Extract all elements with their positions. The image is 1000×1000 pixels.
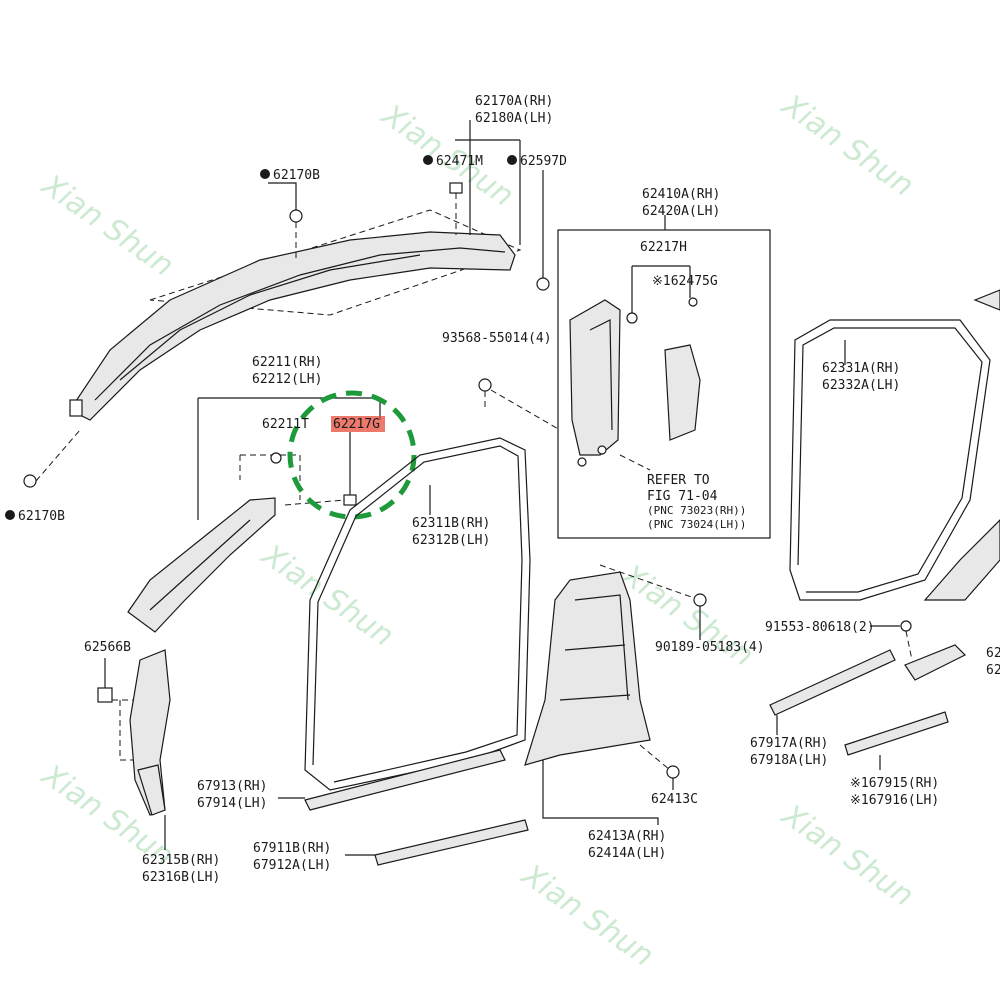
label-67911b-rh: 67911B(RH): [253, 841, 331, 856]
callout-circle: [287, 390, 417, 520]
highlight-62217g: [331, 416, 385, 432]
label-62471m: 62471M: [436, 154, 483, 169]
label-62217h: 62217H: [640, 240, 687, 255]
clip-62170b-left: [23, 429, 81, 488]
clip-62597d: [536, 170, 550, 291]
scuff-plate-67913: [278, 749, 506, 811]
refer-line-1: REFER TO: [647, 473, 710, 488]
label-62312b-lh: 62312B(LH): [412, 533, 490, 548]
watermark-text: Xian Shun: [774, 87, 920, 204]
clip-91553: [870, 620, 967, 681]
front-pillar-garnish: [127, 397, 381, 633]
label-67913-rh: 67913(RH): [197, 779, 267, 794]
label-62597d: 62597D: [520, 154, 567, 169]
label-62311b-rh: 62311B(RH): [412, 516, 490, 531]
label-62212-lh: 62212(LH): [252, 372, 322, 387]
label-62211-rh: 62211(RH): [252, 355, 322, 370]
label-62217g: 62217G: [333, 417, 380, 432]
label-62315b-rh: 62315B(RH): [142, 853, 220, 868]
label-91553: 91553-80618(2): [765, 620, 875, 635]
label-67917a-rh: 67917A(RH): [750, 736, 828, 751]
label-62332a-lh: 62332A(LH): [822, 378, 900, 393]
refer-line-4: (PNC 73024(LH)): [647, 518, 746, 531]
watermark-text: Xian Shun: [34, 167, 180, 284]
refer-line-3: (PNC 73023(RH)): [647, 504, 746, 517]
label-62170b-top: 62170B: [273, 168, 320, 183]
label-62316b-lh: 62316B(LH): [142, 870, 220, 885]
label-62-clip-2: 62: [986, 663, 1000, 678]
watermark-text: Xian Shun: [774, 797, 920, 914]
label-90189: 90189-05183(4): [655, 640, 765, 655]
label-62180a-lh: 62180A(LH): [475, 111, 553, 126]
center-pillar-upper-box: [557, 215, 771, 539]
label-62410a-rh: 62410A(RH): [642, 187, 720, 202]
clip-62471m: [449, 182, 463, 235]
watermark-text: Xian Shun: [514, 857, 660, 974]
part-labels: 62170B 62471M 62597D 62170A(RH) 62180A(L…: [5, 94, 1000, 885]
scuff-plate-67915: [844, 711, 949, 770]
label-67914-lh: 67914(LH): [197, 796, 267, 811]
refer-line-2: FIG 71-04: [647, 489, 718, 504]
label-62566b: 62566B: [84, 640, 131, 655]
label-62414a-lh: 62414A(LH): [588, 846, 666, 861]
label-67912a-lh: 67912A(LH): [253, 858, 331, 873]
watermark-text: Xian Shun: [254, 537, 400, 654]
label-67915-rh: ※167915(RH): [850, 776, 939, 791]
roof-side-rail-garnish: [69, 120, 522, 421]
label-62170b-left: 62170B: [18, 509, 65, 524]
label-62413c: 62413C: [651, 792, 698, 807]
clip-62170b-top: [268, 182, 303, 260]
label-62420a-lh: 62420A(LH): [642, 204, 720, 219]
center-pillar-lower-garnish: [524, 564, 707, 825]
label-62170a-rh: 62170A(RH): [475, 94, 553, 109]
label-67916-lh: ※167916(LH): [850, 793, 939, 808]
scuff-plate-67917a: [769, 649, 896, 735]
cowl-side-trim: [97, 649, 171, 850]
bolt-93568: [478, 378, 561, 431]
label-62-clip-1: 62: [986, 646, 1000, 661]
scuff-plate-67911b: [345, 819, 529, 866]
label-62475g: ※162475G: [652, 274, 718, 289]
label-62413a-rh: 62413A(RH): [588, 829, 666, 844]
label-62331a-rh: 62331A(RH): [822, 361, 900, 376]
label-67918a-lh: 67918A(LH): [750, 753, 828, 768]
label-62211t: 62211T: [262, 417, 309, 432]
label-93568: 93568-55014(4): [442, 331, 552, 346]
rear-door-weatherstrip: [789, 289, 1000, 601]
